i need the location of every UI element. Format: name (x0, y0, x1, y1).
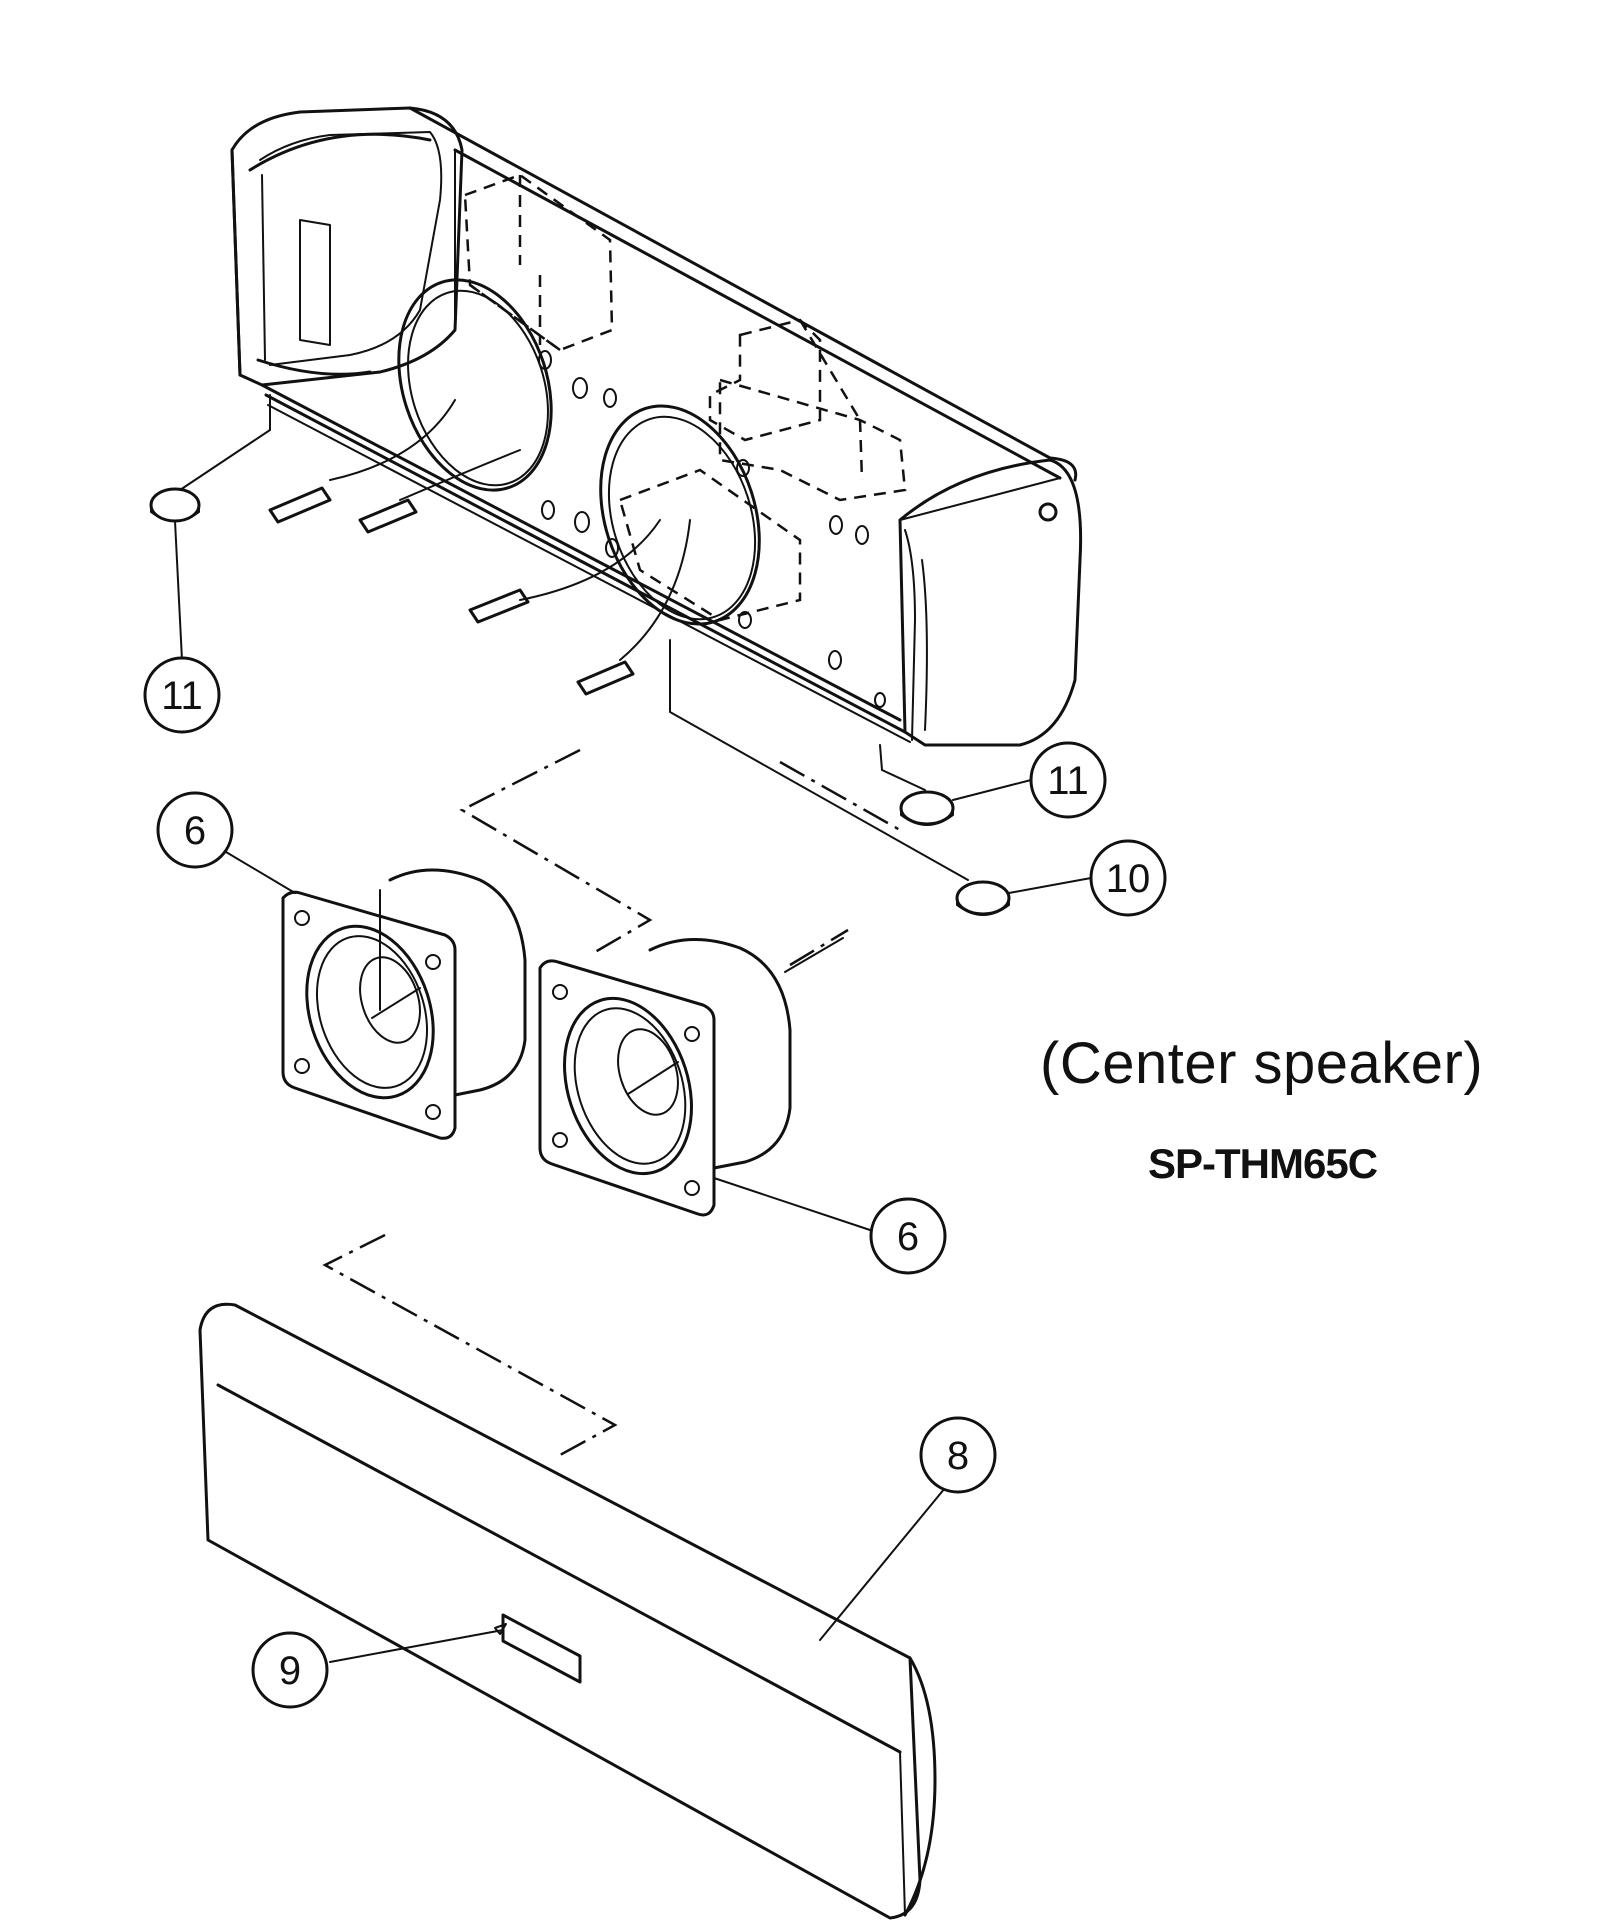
woofer-driver-right (538, 938, 792, 1217)
callout-6-top: 6 (156, 791, 234, 869)
diagram-caption: (Center speaker) (1040, 1031, 1484, 1096)
foot-pad-10 (955, 880, 1011, 916)
svg-text:11: 11 (1047, 759, 1089, 803)
callout-10: 10 (1089, 839, 1167, 917)
callout-11-left: 11 (143, 656, 221, 734)
front-grille (198, 1302, 937, 1920)
speaker-cabinet (230, 106, 1083, 747)
badge-emblem (501, 1613, 582, 1684)
callout-11-right: 11 (1029, 741, 1107, 819)
svg-text:6: 6 (184, 809, 206, 853)
svg-text:8: 8 (947, 1434, 969, 1478)
wire-connector (358, 498, 418, 534)
wire-connector (468, 588, 530, 624)
wire-connector (268, 486, 332, 524)
woofer-driver-left (281, 868, 527, 1140)
svg-text:11: 11 (161, 674, 203, 718)
wire-connector (576, 660, 635, 696)
svg-text:6: 6 (897, 1215, 919, 1259)
foot-pad-left (149, 487, 201, 523)
svg-text:9: 9 (279, 1649, 301, 1693)
callout-9: 9 (251, 1631, 329, 1709)
callout-6-bottom: 6 (869, 1197, 947, 1275)
callout-8: 8 (919, 1416, 997, 1494)
foot-pad-right (899, 790, 955, 826)
model-number: SP-THM65C (1148, 1140, 1378, 1187)
svg-text:10: 10 (1106, 857, 1151, 901)
